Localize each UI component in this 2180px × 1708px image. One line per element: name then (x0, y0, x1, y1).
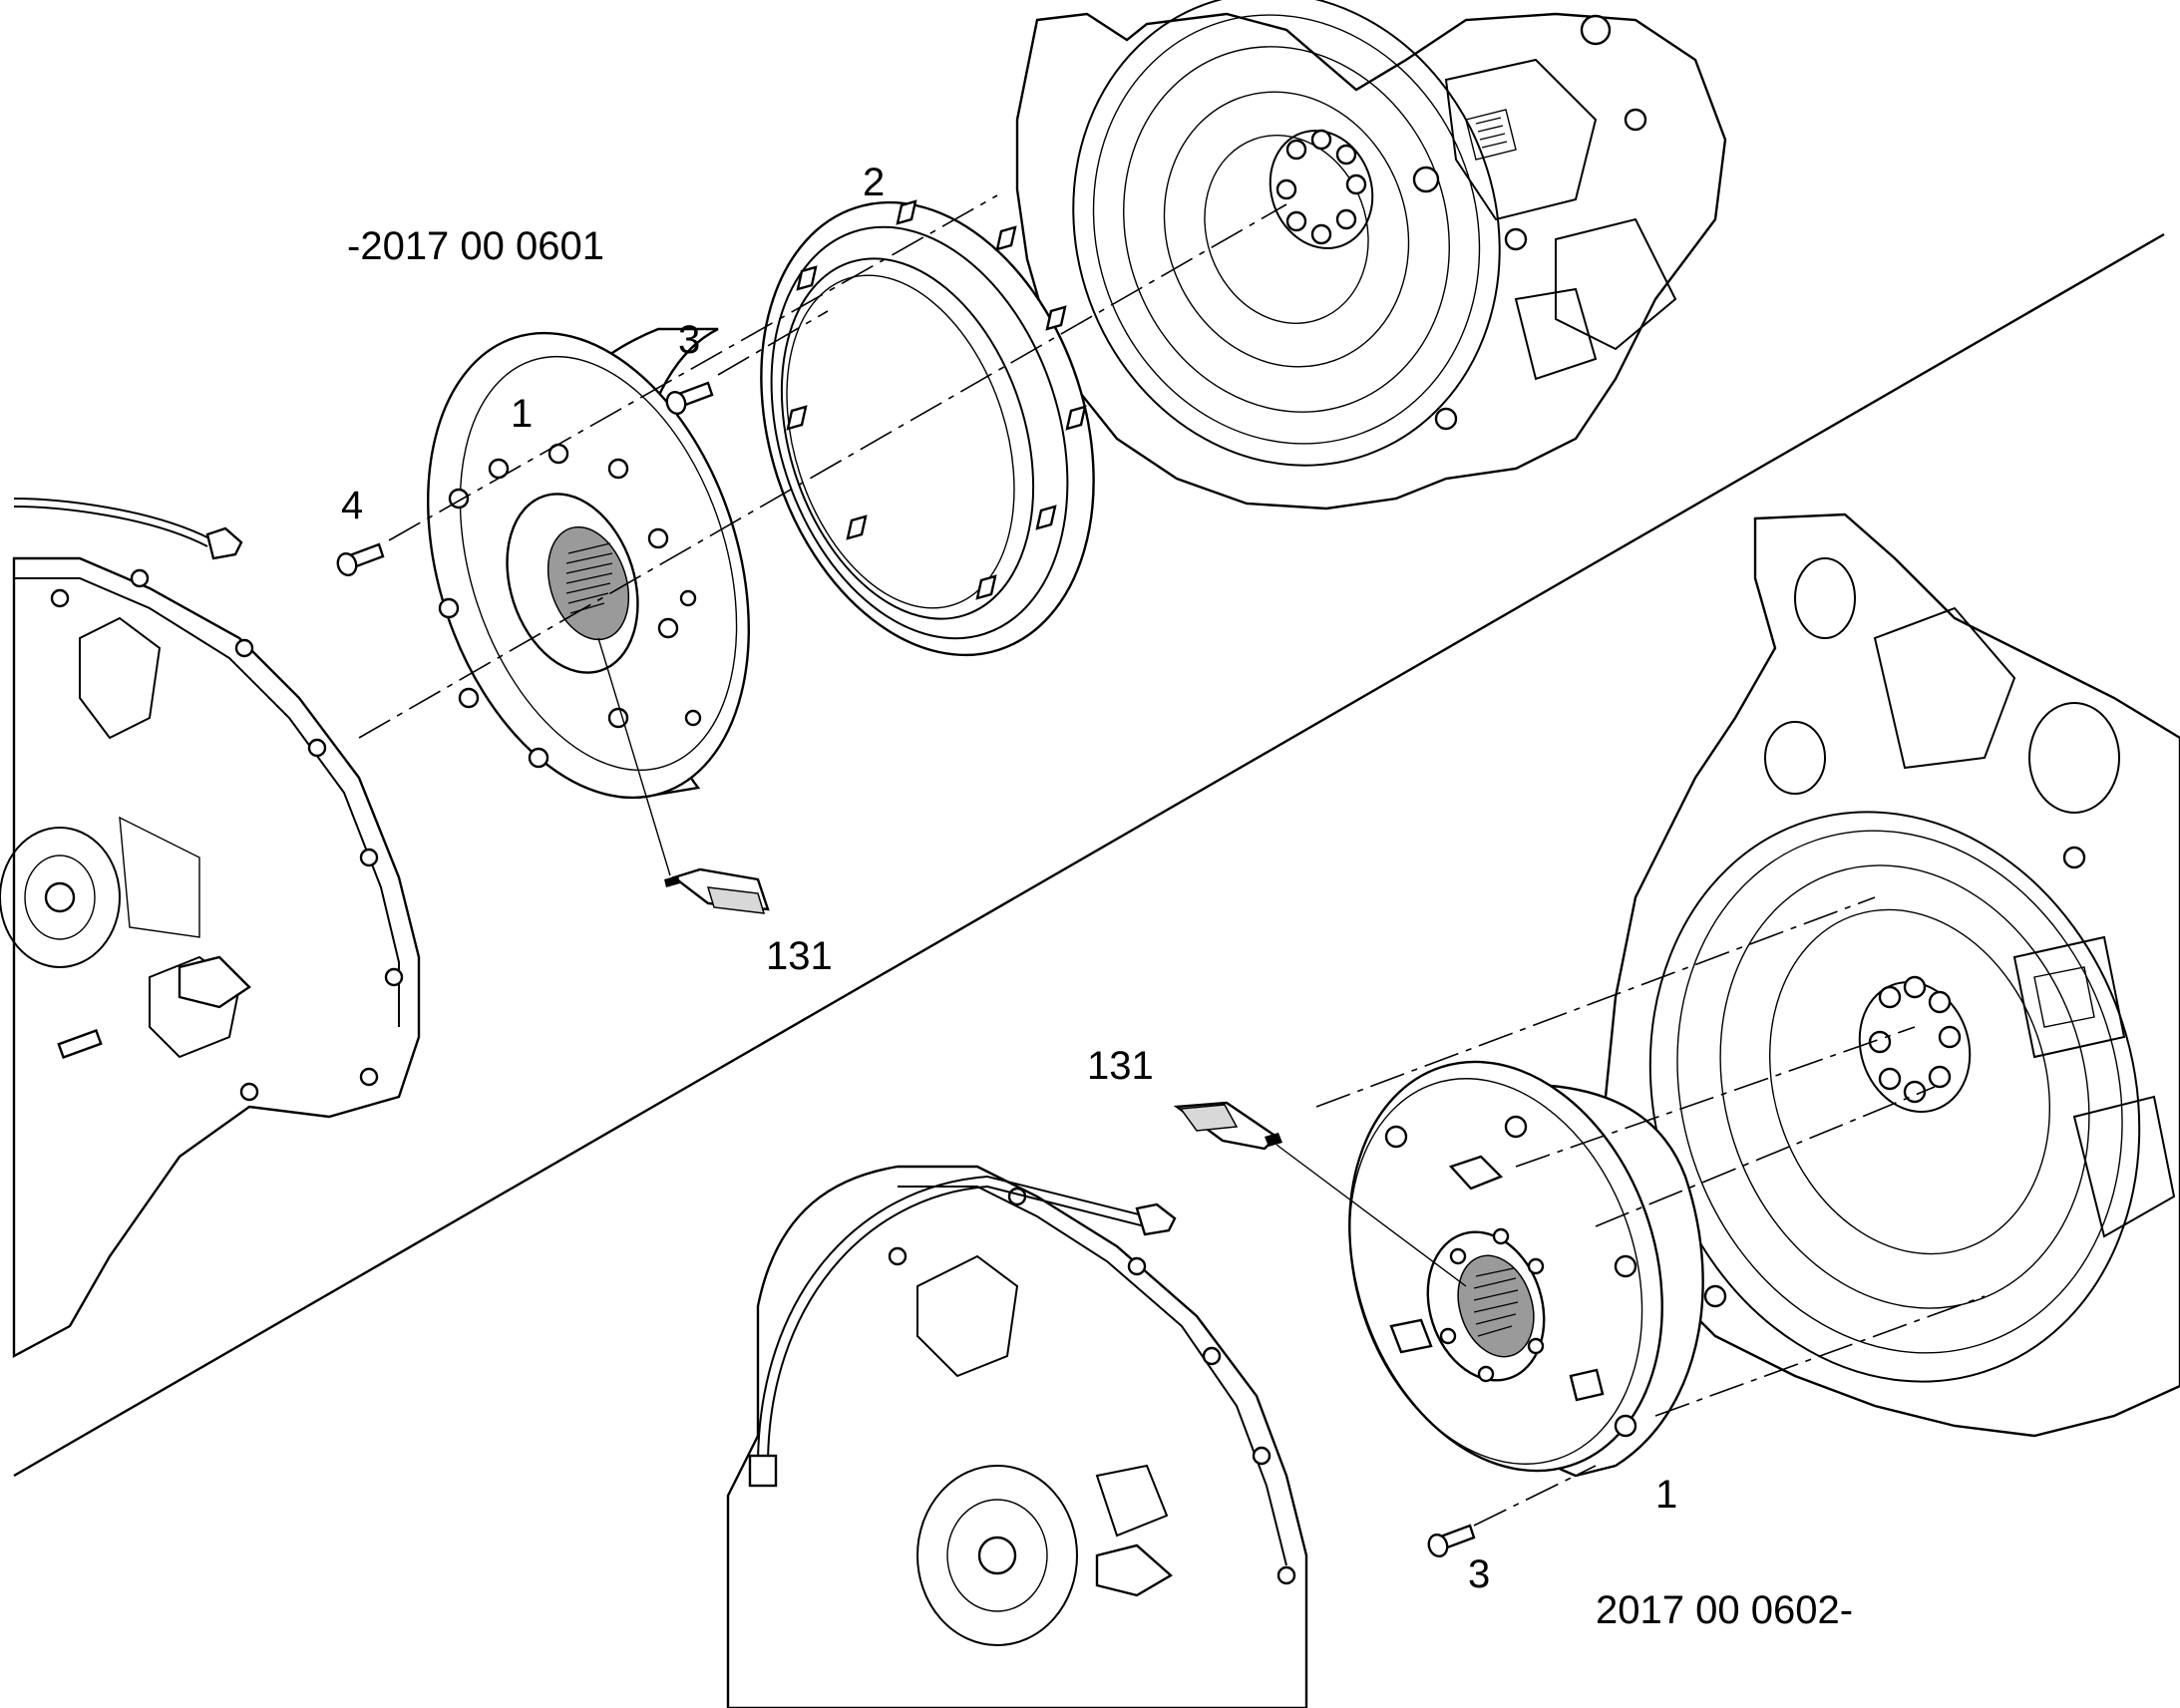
upper-flywheel-bolt-ring (1275, 129, 1367, 245)
part-2-studs (786, 199, 1087, 600)
upper-view: 2 3 1 4 131 -2017 00 0601 (0, 0, 1727, 1359)
part-1-lower-rim-bolts (1384, 1115, 1637, 1438)
part-1-torsional-damper-lower (1348, 1060, 1704, 1478)
part-1-upper-bolt-holes (438, 443, 702, 769)
lower-flywheel-bolt-ring (1868, 975, 1962, 1104)
lower-view: 131 1 3 2017 00 0602- (726, 512, 2180, 1708)
part-1-flex-plate-upper (427, 327, 750, 800)
lower-transmission-housing (726, 1165, 1308, 1708)
callout-131-upper: 131 (766, 934, 833, 978)
part-1-lower-hub-holes (1439, 1227, 1545, 1383)
callout-3-lower: 3 (1468, 1552, 1490, 1596)
drawing-number-lower: 2017 00 0602- (1596, 1588, 1853, 1632)
drawing-number-upper: -2017 00 0601 (347, 224, 604, 268)
callout-131-lower: 131 (1087, 1044, 1154, 1088)
part-3-bolt-lower (1427, 1524, 1476, 1558)
callout-1-upper: 1 (511, 392, 533, 436)
part-131-sealant-tube-lower (1173, 1101, 1282, 1151)
part-2-adapter-ring (760, 199, 1095, 657)
callout-1-lower: 1 (1655, 1473, 1677, 1517)
part-131-sealant-tube-upper (664, 867, 770, 914)
upper-transmission-housing (0, 498, 421, 1359)
upper-transmission-bolts (50, 568, 404, 1102)
callout-4-upper: 4 (341, 484, 363, 527)
callout-3-upper: 3 (678, 318, 700, 362)
upper-centerlines (358, 194, 1287, 876)
lower-centerlines (1275, 896, 1986, 1527)
part-3-bolt-upper (665, 381, 714, 416)
callout-2-upper: 2 (863, 161, 885, 204)
upper-engine-flywheel-housing (1015, 0, 1727, 511)
lower-engine-flywheel-housing (1604, 512, 2180, 1438)
view-divider-line (13, 232, 2165, 1478)
part-4-bolt (336, 542, 385, 577)
